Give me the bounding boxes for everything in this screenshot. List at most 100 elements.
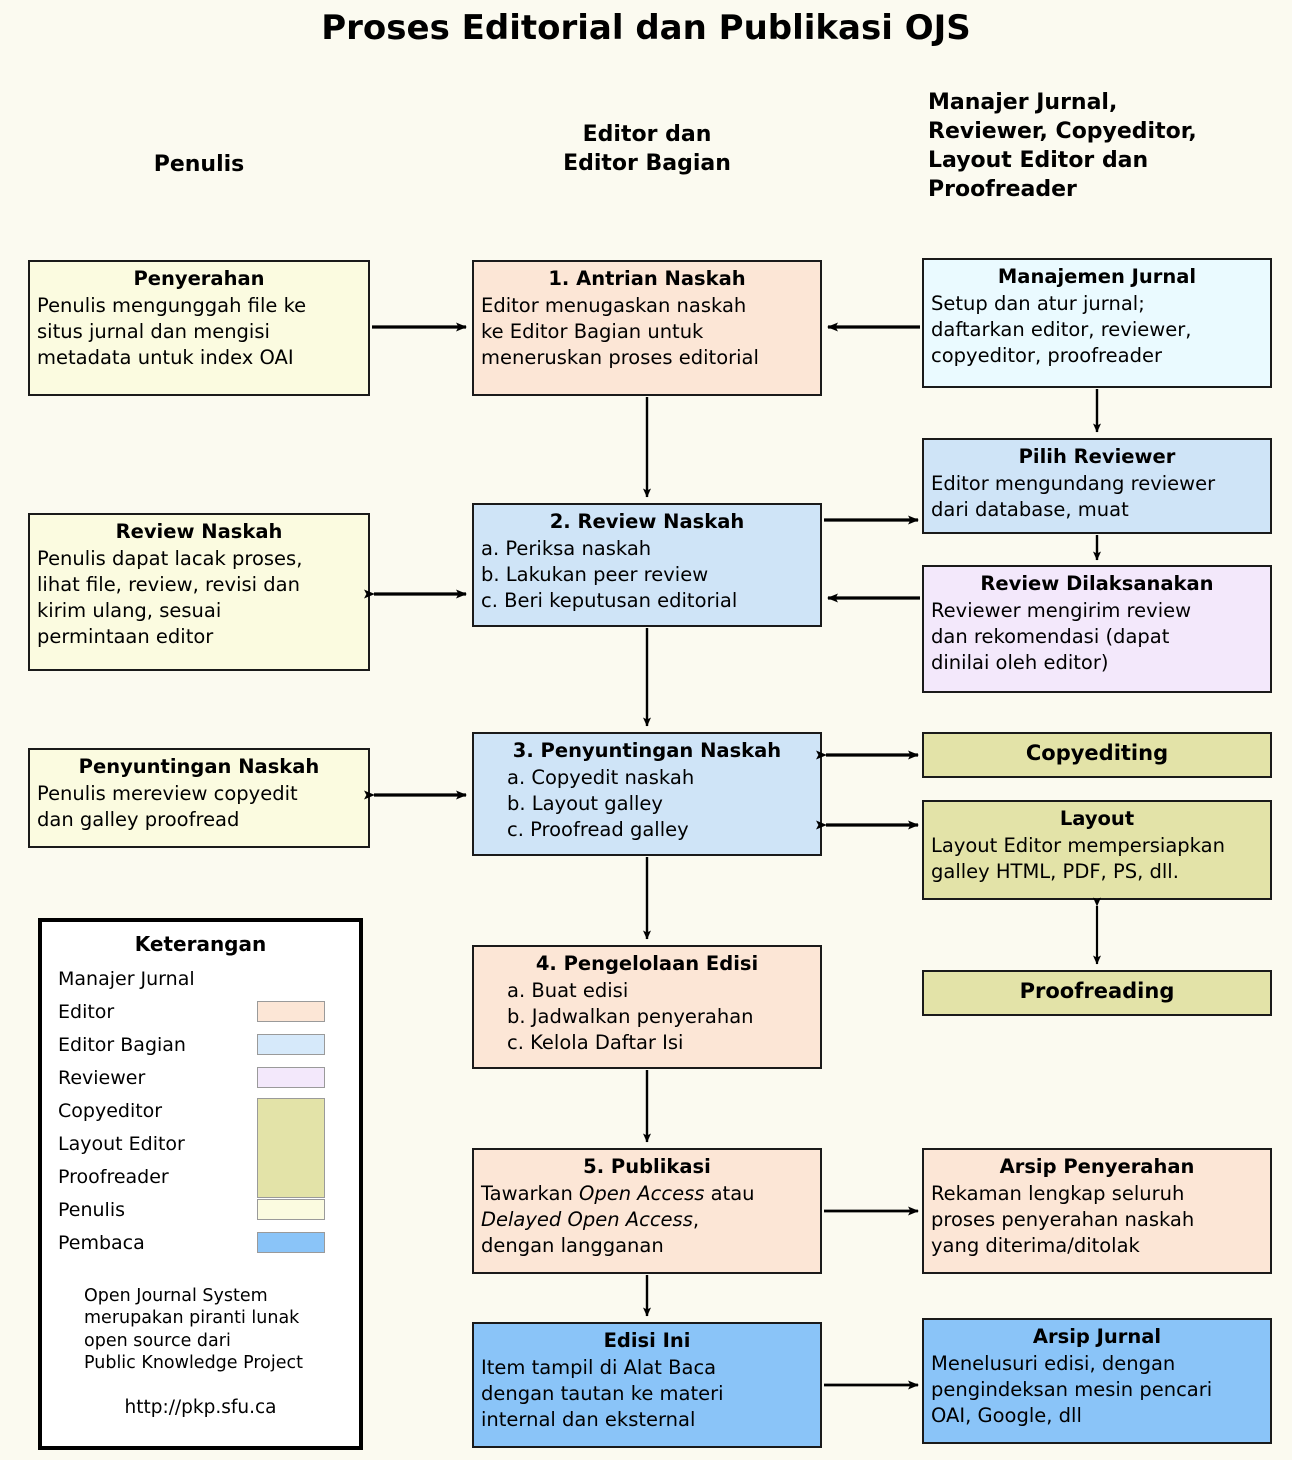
legend-title: Keterangan [134, 932, 267, 956]
box-pilih-reviewer-line1: Editor mengundang reviewer [931, 471, 1216, 495]
legend-swatch-penulis [257, 1199, 325, 1220]
legend-swatch-pembaca [257, 1232, 325, 1253]
box-penyuntingan-penulis[interactable]: Penyuntingan Naskah Penulis mereview cop… [28, 748, 370, 848]
box-review-dilaksanakan[interactable]: Review Dilaksanakan Reviewer mengirim re… [922, 565, 1272, 693]
box-penyerahan[interactable]: Penyerahan Penulis mengunggah file ke si… [28, 260, 370, 396]
box-publikasi[interactable]: 5. Publikasi Tawarkan Open Access atau D… [472, 1148, 822, 1274]
box-review-naskah-title: 2. Review Naskah [549, 510, 745, 533]
box-publikasi-line1: Tawarkan Open Access atau [481, 1181, 813, 1207]
box-proofreading[interactable]: Proofreading [922, 970, 1272, 1016]
box-penyuntingan-penulis-title: Penyuntingan Naskah [78, 755, 320, 778]
box-proofreading-title: Proofreading [1019, 979, 1175, 1004]
box-antrian-naskah-title: 1. Antrian Naskah [548, 267, 746, 290]
box-publikasi-line2: Delayed Open Access, [481, 1207, 813, 1233]
box-arsip-jurnal-line2: pengindeksan mesin pencari [931, 1377, 1213, 1401]
box-review-dilaksanakan-title: Review Dilaksanakan [980, 572, 1214, 595]
box-manajemen-jurnal-line2: daftarkan editor, reviewer, [931, 317, 1192, 341]
box-penyuntingan-naskah-line2: b. Layout galley [507, 791, 663, 815]
column-heading-editor-line1: Editor dan [582, 122, 712, 147]
box-penyerahan-title: Penyerahan [133, 267, 265, 290]
legend-panel: Keterangan Manajer Jurnal Editor Editor … [38, 918, 363, 1450]
legend-label-manajer-jurnal: Manajer Jurnal [58, 967, 195, 990]
box-antrian-naskah-line1: Editor menugaskan naskah [481, 293, 747, 317]
box-edisi-ini[interactable]: Edisi Ini Item tampil di Alat Baca denga… [472, 1322, 822, 1448]
column-heading-manajer-line4: Proofreader [928, 177, 1077, 203]
box-publikasi-line1-a: Tawarkan [481, 1181, 580, 1205]
legend-note-line2: merupakan piranti lunak [84, 1308, 300, 1329]
legend-swatch-reviewer [257, 1067, 325, 1088]
legend-row-copyeditor: Copyeditor [42, 1094, 359, 1198]
box-penyerahan-line3: metadata untuk index OAI [37, 345, 294, 369]
box-publikasi-line2-italic: Delayed Open Access [481, 1207, 693, 1231]
column-heading-manajer-line3: Layout Editor dan [928, 148, 1149, 174]
box-arsip-jurnal-title: Arsip Jurnal [1032, 1325, 1162, 1348]
box-review-naskah-penulis[interactable]: Review Naskah Penulis dapat lacak proses… [28, 513, 370, 671]
box-arsip-jurnal[interactable]: Arsip Jurnal Menelusuri edisi, dengan pe… [922, 1318, 1272, 1444]
box-review-dilaksanakan-line3: dinilai oleh editor) [931, 650, 1109, 674]
box-penyuntingan-naskah-line1: a. Copyedit naskah [507, 765, 695, 789]
box-copyediting[interactable]: Copyediting [922, 732, 1272, 778]
legend-note-line4: Public Knowledge Project [84, 1353, 303, 1374]
box-publikasi-line2-b: , [692, 1207, 700, 1231]
box-arsip-penyerahan[interactable]: Arsip Penyerahan Rekaman lengkap seluruh… [922, 1148, 1272, 1274]
legend-swatch-editor-bagian [257, 1034, 325, 1055]
legend-label-penulis: Penulis [58, 1198, 126, 1221]
page-title: Proses Editorial dan Publikasi OJS [321, 8, 971, 48]
box-publikasi-line3: dengan langganan [481, 1233, 664, 1257]
legend-label-copyeditor: Copyeditor [58, 1099, 163, 1122]
box-review-naskah-penulis-line2: lihat file, review, revisi dan [37, 572, 300, 596]
box-edisi-ini-line1: Item tampil di Alat Baca [481, 1355, 717, 1379]
box-pengelolaan-edisi-line2: b. Jadwalkan penyerahan [507, 1004, 754, 1028]
box-edisi-ini-line2: dengan tautan ke materi [481, 1381, 724, 1405]
legend-swatch-editor [257, 1001, 325, 1022]
box-pengelolaan-edisi-line1: a. Buat edisi [507, 978, 629, 1002]
box-arsip-penyerahan-line3: yang diterima/ditolak [931, 1233, 1140, 1257]
box-pengelolaan-edisi-line3: c. Kelola Daftar Isi [507, 1030, 684, 1054]
box-penyerahan-line1: Penulis mengunggah file ke [37, 293, 307, 317]
box-publikasi-line1-b: atau [704, 1181, 755, 1205]
box-edisi-ini-line3: internal dan eksternal [481, 1407, 696, 1431]
box-penyerahan-line2: situs jurnal dan mengisi [37, 319, 270, 343]
box-review-naskah-penulis-line3: kirim ulang, sesuai [37, 598, 222, 622]
box-edisi-ini-title: Edisi Ini [603, 1329, 691, 1352]
legend-note-line1: Open Journal System [84, 1286, 268, 1306]
box-review-naskah-line1: a. Periksa naskah [481, 536, 652, 560]
legend-row-layout-editor: Layout Editor [42, 1127, 359, 1160]
legend-label-pembaca: Pembaca [58, 1231, 145, 1254]
box-arsip-penyerahan-line2: proses penyerahan naskah [931, 1207, 1195, 1231]
legend-row-reviewer: Reviewer [42, 1061, 359, 1094]
legend-row-editor-bagian: Editor Bagian [42, 1028, 359, 1061]
box-review-naskah-penulis-line1: Penulis dapat lacak proses, [37, 546, 303, 570]
box-manajemen-jurnal-line1: Setup dan atur jurnal; [931, 291, 1145, 315]
legend-note-line3: open source dari [84, 1330, 231, 1351]
box-pilih-reviewer[interactable]: Pilih Reviewer Editor mengundang reviewe… [922, 438, 1272, 534]
box-copyediting-title: Copyediting [1025, 741, 1169, 766]
column-heading-editor: Editor dan Editor Bagian [472, 120, 822, 178]
box-penyuntingan-penulis-line2: dan galley proofread [37, 807, 240, 831]
legend-swatch-copy-layout-proof [257, 1098, 325, 1198]
box-arsip-jurnal-line1: Menelusuri edisi, dengan [931, 1351, 1176, 1375]
box-pengelolaan-edisi[interactable]: 4. Pengelolaan Edisi a. Buat edisi b. Ja… [472, 945, 822, 1069]
box-layout[interactable]: Layout Layout Editor mempersiapkan galle… [922, 800, 1272, 900]
box-manajemen-jurnal-line3: copyeditor, proofreader [931, 343, 1162, 367]
legend-url: http://pkp.sfu.ca [124, 1396, 277, 1418]
legend-row-proofreader: Proofreader [42, 1160, 359, 1193]
box-penyuntingan-naskah-title: 3. Penyuntingan Naskah [512, 739, 782, 762]
legend-label-layout-editor: Layout Editor [58, 1132, 185, 1155]
box-review-naskah-penulis-title: Review Naskah [115, 520, 283, 543]
box-arsip-penyerahan-title: Arsip Penyerahan [999, 1155, 1195, 1178]
box-review-naskah-line2: b. Lakukan peer review [481, 562, 709, 586]
box-publikasi-line1-italic: Open Access [579, 1181, 705, 1205]
box-antrian-naskah[interactable]: 1. Antrian Naskah Editor menugaskan nask… [472, 260, 822, 396]
box-pengelolaan-edisi-title: 4. Pengelolaan Edisi [535, 952, 759, 975]
box-manajemen-jurnal-title: Manajemen Jurnal [997, 265, 1197, 288]
box-review-naskah[interactable]: 2. Review Naskah a. Periksa naskah b. La… [472, 503, 822, 627]
legend-label-editor-bagian: Editor Bagian [58, 1033, 186, 1056]
legend-label-editor: Editor [58, 1000, 115, 1023]
box-penyuntingan-naskah[interactable]: 3. Penyuntingan Naskah a. Copyedit naska… [472, 732, 822, 856]
box-penyuntingan-naskah-line3: c. Proofread galley [507, 817, 689, 841]
box-manajemen-jurnal[interactable]: Manajemen Jurnal Setup dan atur jurnal; … [922, 258, 1272, 388]
box-review-naskah-line3: c. Beri keputusan editorial [481, 588, 738, 612]
legend-row-pembaca: Pembaca [42, 1226, 359, 1259]
box-pilih-reviewer-line2: dari database, muat [931, 497, 1129, 521]
